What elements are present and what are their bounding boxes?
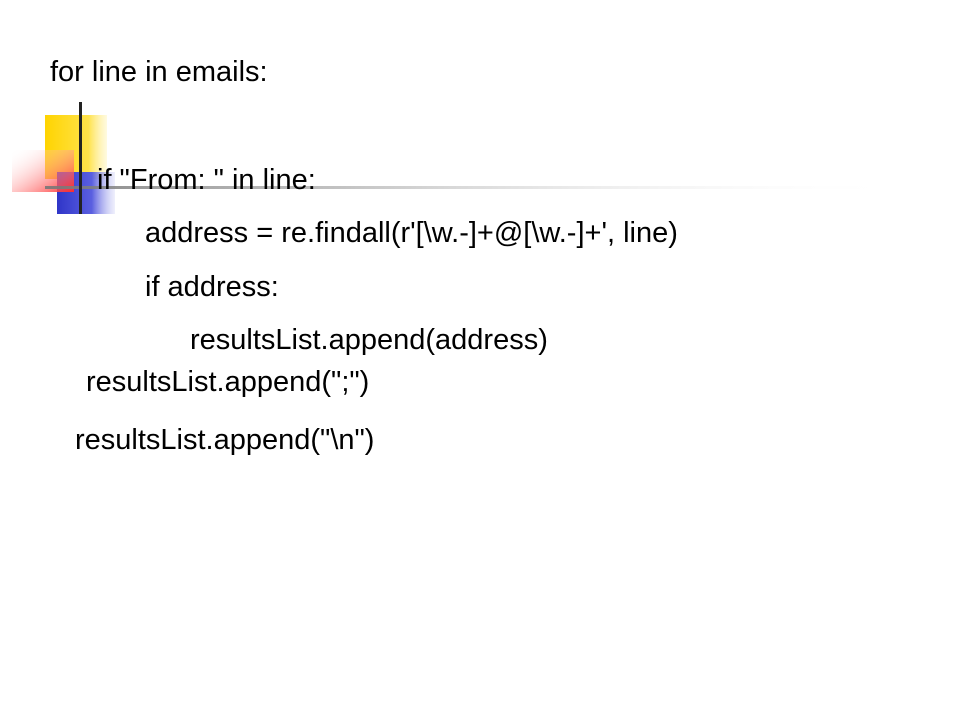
- code-line-address-findall: address = re.findall(r'[\w.-]+@[\w.-]+',…: [145, 217, 678, 249]
- code-line-if-from: if "From: " in line:: [97, 164, 316, 196]
- ornament-red-square: [12, 150, 74, 192]
- code-line-append-address: resultsList.append(address): [190, 324, 548, 356]
- code-line-append-newline: resultsList.append("\n"): [75, 424, 375, 456]
- code-line-append-semicolon: resultsList.append(";"): [86, 366, 370, 398]
- slide-ornament-graphic: [12, 102, 905, 214]
- ornament-vertical-line: [79, 102, 82, 214]
- code-line-if-address: if address:: [145, 271, 279, 303]
- code-line-for-loop: for line in emails:: [50, 56, 268, 88]
